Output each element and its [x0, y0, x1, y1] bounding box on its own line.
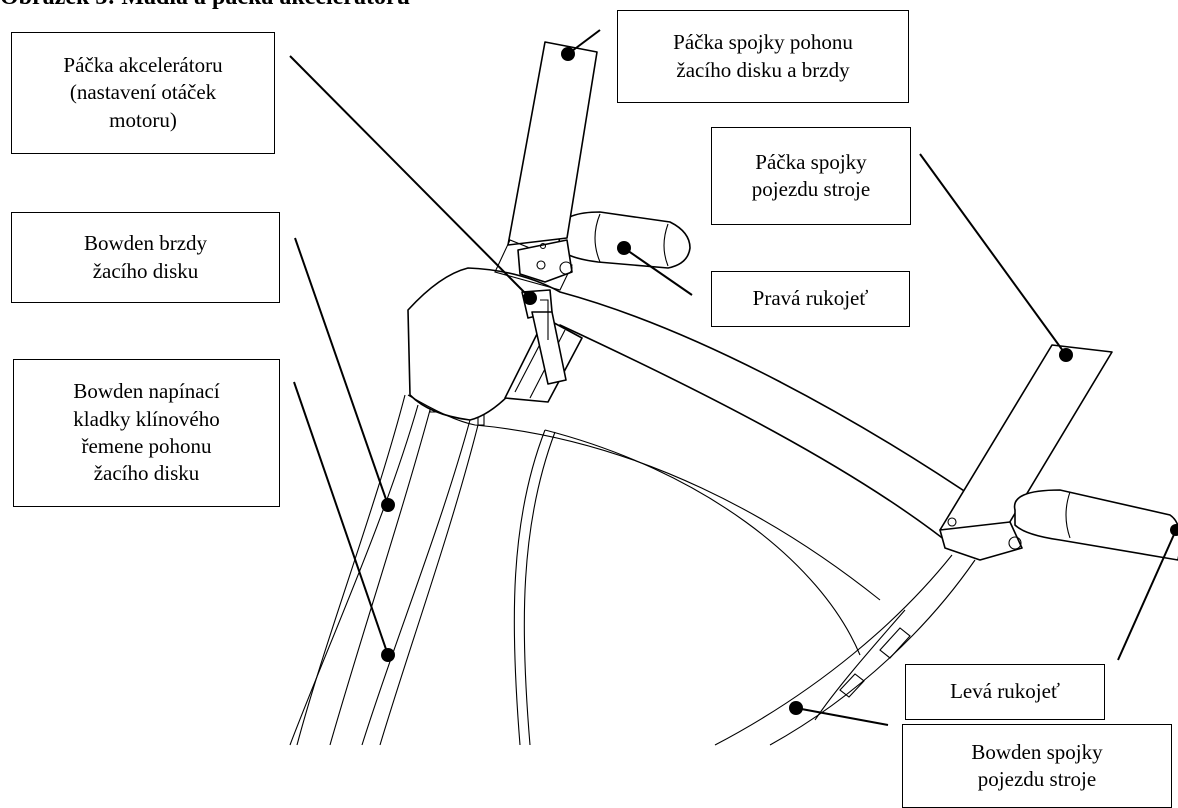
leader-travel-clutch-bowden [795, 707, 889, 726]
label-right-handle: Pravá rukojeť [711, 271, 910, 327]
label-tensioner-bowden: Bowden napínací kladky klínového řemene … [13, 359, 280, 507]
callout-dot-tensioner-bowden [381, 648, 395, 662]
label-travel-clutch-lever-line-1: Páčka spojky [755, 149, 867, 174]
leader-tensioner-bowden [293, 381, 389, 656]
callout-dots [381, 47, 1178, 715]
left-frame-tube [289, 394, 479, 746]
label-travel-clutch-bowden: Bowden spojky pojezdu stroje [902, 724, 1172, 808]
label-right-handle-text: Pravá rukojeť [752, 286, 869, 311]
label-throttle-lever: Páčka akcelerátoru (nastavení otáček mot… [11, 32, 275, 154]
callout-dot-disc-brake-lever [561, 47, 575, 61]
figure-title: Obrázek 3: Madla a páčka akcelerátoru [0, 0, 410, 11]
callout-dot-left-handle [1170, 524, 1178, 536]
label-disc-brake-lever-line-1: Páčka spojky pohonu [673, 30, 853, 55]
label-travel-clutch-bowden-line-1: Bowden spojky [971, 739, 1103, 764]
label-throttle-line-1: Páčka akcelerátoru [63, 53, 223, 78]
label-disc-brake-bowden: Bowden brzdy žacího disku [11, 212, 280, 303]
label-disc-brake-lever: Páčka spojky pohonu žacího disku a brzdy [617, 10, 909, 103]
callout-dot-travel-clutch-lever [1059, 348, 1073, 362]
throttle-assembly [504, 289, 583, 403]
callout-dot-disc-brake-bowden [381, 498, 395, 512]
leader-disc-brake-bowden [294, 237, 389, 506]
lower-lever-arm [939, 344, 1113, 561]
label-left-handle: Levá rukojeť [905, 664, 1105, 720]
label-travel-clutch-bowden-line-2: pojezdu stroje [977, 767, 1097, 791]
bowden-cables [429, 401, 861, 746]
left-grip [1013, 489, 1178, 561]
label-disc-brake-bowden-line-1: Bowden brzdy [83, 231, 208, 256]
right-frame-tube [714, 554, 976, 746]
label-throttle-line-2: (nastavení otáček [69, 80, 217, 105]
label-travel-clutch-lever: Páčka spojky pojezdu stroje [711, 127, 911, 225]
callout-dot-travel-clutch-bowden [789, 701, 803, 715]
label-disc-brake-bowden-line-2: žacího disku [92, 258, 199, 283]
callout-dot-right-handle [617, 241, 631, 255]
label-travel-clutch-lever-line-2: pojezdu stroje [751, 177, 871, 201]
leader-travel-clutch-lever [919, 153, 1067, 356]
leader-left-handle [1117, 529, 1177, 661]
callout-dot-throttle [523, 291, 537, 305]
label-tensioner-bowden-line-4: žacího disku [93, 461, 200, 486]
leader-right-handle [623, 247, 693, 296]
upper-lever-arm [494, 41, 598, 291]
label-disc-brake-lever-line-2: žacího disku a brzdy [676, 57, 850, 82]
leader-lines [289, 29, 1177, 726]
right-grip [557, 211, 691, 269]
label-left-handle-text: Levá rukojeť [950, 679, 1060, 704]
label-throttle-line-3: motoru) [109, 107, 177, 132]
leader-throttle [289, 55, 531, 299]
label-tensioner-bowden-line-2: kladky klínového [73, 406, 220, 431]
label-tensioner-bowden-line-1: Bowden napínací [73, 379, 220, 404]
label-tensioner-bowden-line-3: řemene pohonu [81, 434, 212, 458]
